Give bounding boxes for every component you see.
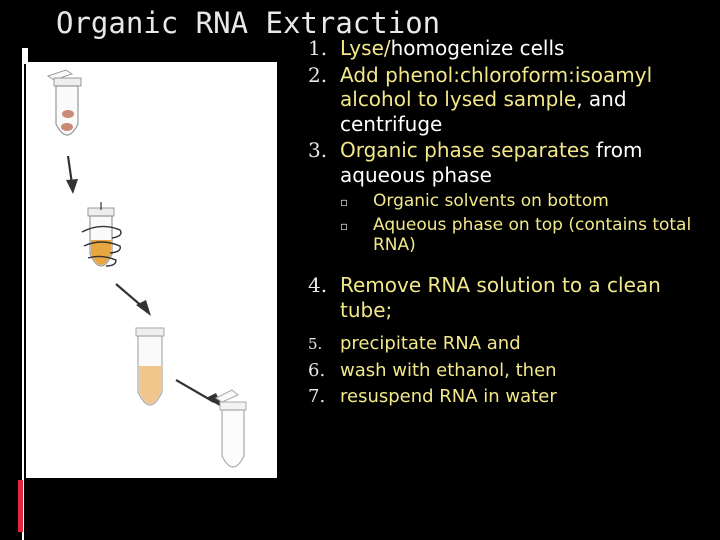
step-1: 1. Lyse/homogenize cells [308,36,708,61]
step-number: 1. [308,36,328,60]
sub-bullet-marker: ▫ [340,195,349,209]
step-text: from aqueous phase [340,138,643,187]
sub-bullet-organic: ▫ Organic solvents on bottom [340,191,708,211]
tube-clean-icon [215,389,247,468]
step-highlight: Organic phase separates [340,138,590,162]
step-number: 5. [308,335,323,353]
step-highlight: wash with ethanol, then [340,359,557,381]
step-2: 2. Add phenol:chloroform:isoamyl alcohol… [308,63,708,137]
step-highlight: resuspend RNA in water [340,386,557,407]
frame-line-left [22,62,24,540]
step-6: 6. wash with ethanol, then [308,359,708,384]
step-text: homogenize cells [390,36,565,60]
step-highlight: Remove RNA solution to a clean tube; [340,273,661,322]
step-highlight: Lyse/ [340,36,391,60]
arrow-icon-3 [175,379,223,408]
sub-bullet-text: Aqueous phase on top (contains total RNA… [373,215,692,255]
tube-aqueous-icon [135,327,165,406]
arrow-icon-1 [66,155,78,194]
accent-mark-left [18,480,23,532]
tube-centrifuge-icon [81,202,122,267]
tube-lysis-icon [46,69,82,136]
tube-diagram [46,69,247,468]
spacer [308,324,708,332]
step-4: 4. Remove RNA solution to a clean tube; [308,273,708,322]
step-number: 4. [308,273,328,297]
step-5: 5. precipitate RNA and [308,332,708,357]
step-highlight: Add phenol:chloroform:isoamyl alcohol to… [340,62,653,112]
sub-bullet-text: Organic solvents on bottom [373,191,609,211]
step-number: 2. [308,62,328,87]
step-7: 7. resuspend RNA in water [308,385,708,410]
extraction-illustration [26,62,277,478]
sub-bullet-marker: ▫ [340,219,349,233]
step-text: , and centrifuge [340,87,627,136]
sub-bullet-aqueous: ▫ Aqueous phase on top (contains total R… [340,215,708,255]
step-number: 3. [308,138,328,162]
frame-line-top-left [22,48,28,64]
step-number: 7. [308,386,326,407]
step-number: 6. [308,359,326,381]
step-highlight: precipitate RNA and [340,333,521,354]
steps-list: 1. Lyse/homogenize cells 2. Add phenol:c… [308,36,708,412]
slide-title: Organic RNA Extraction [56,6,441,40]
step-3: 3. Organic phase separates from aqueous … [308,138,708,255]
spacer [308,257,708,273]
arrow-icon-2 [115,283,151,316]
